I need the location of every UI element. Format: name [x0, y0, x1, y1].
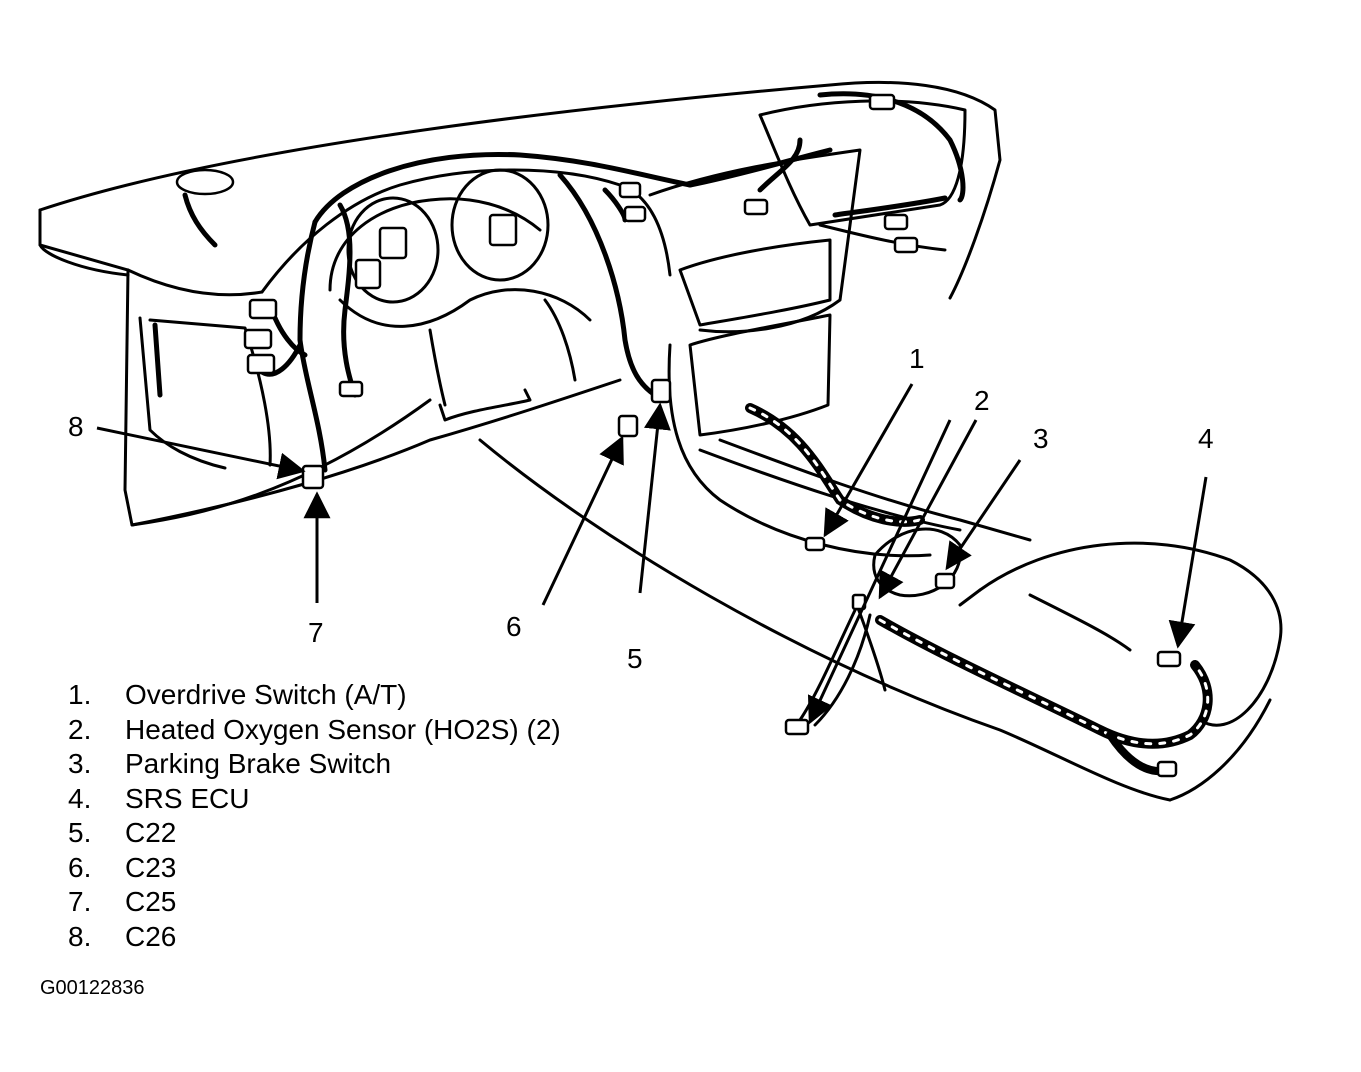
legend-item: 3. Parking Brake Switch [68, 747, 561, 782]
callout-2: 2 [974, 385, 990, 416]
legend-label: Parking Brake Switch [125, 748, 392, 779]
legend-number: 8. [68, 920, 92, 952]
legend-number: 2. [68, 713, 92, 745]
legend-number: 3. [68, 748, 92, 779]
callout-4: 4 [1198, 423, 1214, 454]
component-legend: 1. Overdrive Switch (A/T) 2. Heated Oxygen… [68, 678, 561, 954]
legend-label: C23 [125, 851, 177, 883]
legend-item: 7. C25 [68, 885, 561, 920]
callout-3: 3 [1033, 423, 1049, 454]
callout-8: 8 [68, 411, 84, 442]
legend-label: SRS ECU [125, 782, 250, 814]
callout-labels: 1 2 3 4 5 6 7 8 [68, 343, 1214, 674]
legend-label: C25 [125, 886, 177, 917]
callout-5: 5 [627, 643, 643, 674]
legend-number: 4. [68, 782, 92, 814]
legend-item: 1. Overdrive Switch (A/T) [68, 678, 561, 713]
legend-item: 4. SRS ECU [68, 782, 561, 817]
legend-number: 5. [68, 817, 92, 848]
wiring-harness [182, 91, 966, 473]
callout-6: 6 [506, 611, 522, 642]
connectors [175, 93, 1182, 778]
legend-label: C26 [125, 920, 177, 952]
legend-number: 6. [68, 851, 92, 883]
callout-7: 7 [308, 617, 324, 648]
legend-label: Heated Oxygen Sensor (HO2S) (2) [125, 713, 561, 745]
legend-label: C22 [125, 817, 177, 848]
console-harness [745, 403, 1213, 776]
callout-1: 1 [909, 343, 925, 374]
legend-item: 2. Heated Oxygen Sensor (HO2S) (2) [68, 713, 561, 748]
legend-number: 7. [68, 886, 92, 917]
legend-item: 8. C26 [68, 920, 561, 955]
figure-id: G00122836 [40, 977, 145, 999]
legend-item: 5. C22 [68, 816, 561, 851]
legend-item: 6. C23 [68, 851, 561, 886]
legend-label: Overdrive Switch (A/T) [125, 679, 407, 710]
callout-leaders [96, 383, 1208, 725]
legend-number: 1. [68, 679, 92, 710]
